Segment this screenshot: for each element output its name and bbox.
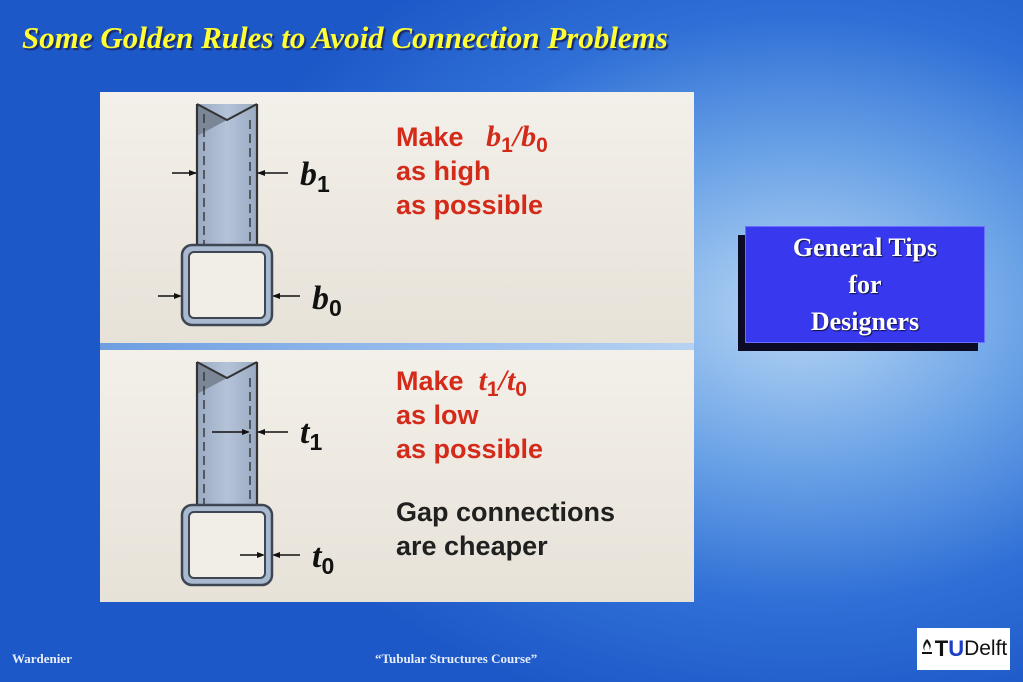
tips-line1: General Tips: [792, 233, 938, 262]
rule-panel-width-ratio: b1 b0 Make b1/b0 as high as possible: [100, 92, 694, 344]
footer-course: “Tubular Structures Course”: [375, 651, 538, 666]
rule-thickness-line2: as low: [396, 400, 479, 430]
label-b0: b0: [312, 280, 342, 321]
footer-author: Wardenier: [12, 651, 72, 666]
rule-panel-thickness-ratio: t1 t0 Make t1/t0 as low as possible Gap …: [100, 350, 694, 602]
label-b1: b1: [300, 156, 330, 197]
note-gap-line1: Gap connections: [396, 497, 616, 527]
logo-u: U: [948, 636, 965, 661]
brace-member: [197, 362, 257, 504]
rule-thickness-line1: Make t1/t0: [396, 364, 527, 401]
flame-icon: [921, 639, 932, 654]
note-gap-line2: are cheaper: [396, 531, 548, 561]
general-tips-box: General Tips for Designers: [745, 226, 985, 343]
tips-line2: for: [848, 270, 882, 299]
tips-line3: Designers: [810, 307, 920, 336]
rule-thickness-line3: as possible: [396, 434, 544, 464]
diagram-thickness-ratio: [180, 361, 300, 587]
logo-t: T: [934, 636, 949, 661]
rule-width-line3: as possible: [396, 190, 544, 220]
label-t0: t0: [312, 538, 335, 579]
slide-title: Some Golden Rules to Avoid Connection Pr…: [22, 20, 668, 55]
brace-member: [197, 104, 257, 246]
logo-delft: Delft: [964, 637, 1008, 660]
rule-width-line1: Make b1/b0: [396, 120, 548, 157]
diagram-width-ratio: [158, 103, 300, 327]
label-t1: t1: [300, 414, 323, 455]
panel-divider: [100, 343, 694, 350]
rule-width-line2: as high: [396, 156, 491, 186]
